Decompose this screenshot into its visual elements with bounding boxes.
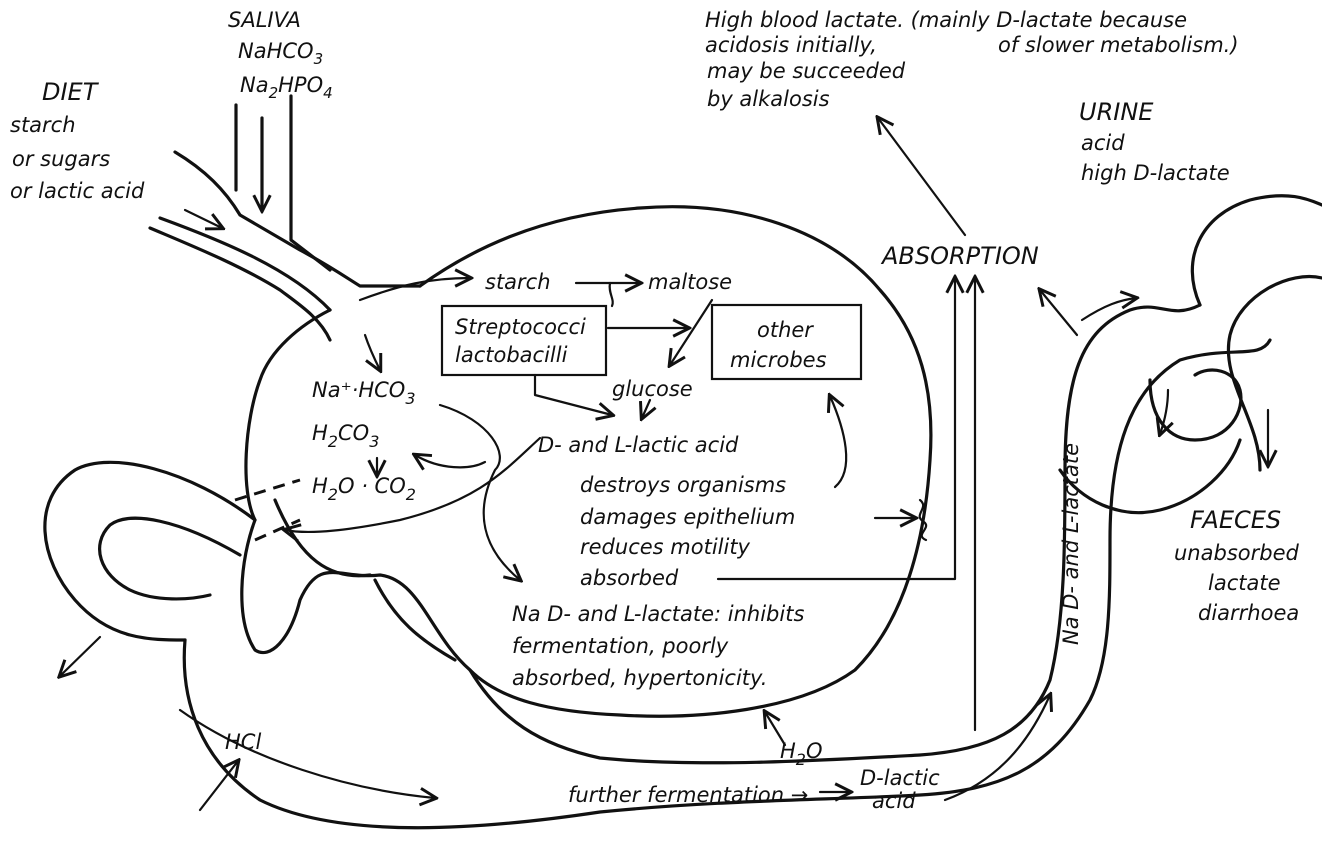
diet-arrow	[185, 210, 222, 228]
diet-label-group: DIET starch or sugars or lactic acid	[10, 78, 145, 203]
blood-label-group: High blood lactate. (mainly D-lactate be…	[705, 8, 1239, 111]
bicarbonate-label: Na⁺·HCO3	[312, 378, 416, 408]
faeces-title: FAECES	[1190, 506, 1281, 534]
blood-line-2: acidosis initially,	[705, 33, 877, 57]
hcl-label: HCl	[225, 730, 261, 754]
faeces-label-group: FAECES unabsorbed lactate diarrhoea	[1174, 506, 1299, 625]
blood-line-5: by alkalosis	[707, 87, 830, 111]
sphincter-dashed	[235, 480, 300, 500]
lactobacilli-label: lactobacilli	[455, 343, 568, 367]
effect-destroys: destroys organisms	[580, 473, 786, 497]
colon-top-loop	[1192, 196, 1322, 305]
colon-right-loop	[1228, 277, 1322, 470]
vertical-lactate-label: Na D- and L-lactate	[1059, 443, 1083, 645]
diet-lactic: or lactic acid	[10, 179, 145, 203]
colon-lower-loop	[1060, 440, 1240, 513]
salt-line-2: fermentation, poorly	[512, 634, 729, 658]
diet-sugars: or sugars	[12, 147, 110, 171]
salt-line-3: absorbed, hypertonicity.	[512, 666, 768, 690]
faeces-diarrhoea: diarrhoea	[1198, 601, 1299, 625]
maltose-to-glucose-arrow	[670, 300, 712, 365]
strep-catalyse-hook	[610, 283, 613, 306]
oesophagus-inner-wall	[150, 228, 330, 340]
abomasum-outflow-arrow	[60, 637, 100, 676]
urine-high-d-lactate: high D-lactate	[1081, 161, 1230, 185]
to-bicarbonate-arrow	[365, 335, 380, 370]
faeces-lactate: lactate	[1208, 571, 1281, 595]
salt-line-1: Na D- and L-lactate: inhibits	[512, 602, 804, 626]
abomasum-inner	[100, 518, 240, 599]
hcl-arrow	[200, 761, 238, 810]
oesophagus-outer-wall	[175, 152, 420, 286]
saliva-label-group: SALIVA NaHCO3 Na2HPO4	[228, 8, 333, 102]
urine-title: URINE	[1079, 98, 1154, 126]
maltose-label: maltose	[648, 270, 732, 294]
to-h2co3-arrow	[415, 455, 485, 467]
dlactic-up-arrow	[945, 695, 1050, 800]
duct-right	[291, 96, 330, 270]
diet-starch: starch	[10, 113, 76, 137]
abomasum-outer	[45, 462, 255, 640]
colon-flow-arrow	[1082, 298, 1136, 320]
faeces-unabsorbed: unabsorbed	[1174, 541, 1299, 565]
effect-absorbed: absorbed	[580, 566, 679, 590]
rumen-lower-fold-2	[375, 580, 455, 660]
lactic-acid-label: D- and L-lactic acid	[538, 433, 739, 457]
absorption-to-blood-arrow	[878, 118, 965, 235]
intestine-label-group: Na D- and L-lactate further fermentation…	[568, 443, 1083, 813]
streptococci-label: Streptococci	[455, 315, 586, 339]
destroys-to-microbes-arrow	[830, 396, 846, 487]
absorption-label: ABSORPTION	[880, 242, 1039, 270]
bicarbonate-reaction-arrow	[440, 405, 520, 580]
saliva-title: SALIVA	[228, 8, 301, 32]
urine-acid: acid	[1081, 131, 1125, 155]
organ-outlines	[45, 96, 1322, 828]
blood-line-1: High blood lactate. (mainly D-lactate be…	[705, 8, 1187, 32]
to-starch-arrow	[360, 278, 470, 300]
glucose-to-lactic-arrow	[642, 400, 650, 418]
strep-to-lactic-arrow	[535, 375, 612, 415]
colon-inner-loop	[1150, 370, 1241, 440]
other-label: other	[757, 318, 814, 342]
h2co3-label: H2CO3	[312, 421, 379, 451]
d-lactic-label: D-lactic	[860, 766, 940, 790]
diet-title: DIET	[42, 78, 100, 106]
microbes-label: microbes	[730, 348, 827, 372]
effect-damages: damages epithelium	[580, 505, 795, 529]
blood-line-4: may be succeeded	[707, 59, 906, 83]
intestine-absorption-arrow	[1040, 290, 1077, 335]
further-fermentation-label: further fermentation →	[568, 783, 808, 807]
intestine-bottom-wall	[184, 340, 1270, 828]
h2o-co2-label: H2O · CO2	[312, 474, 416, 504]
urine-label-group: URINE acid high D-lactate	[1079, 98, 1230, 185]
rumen-lower-fold	[275, 500, 370, 576]
glucose-label: glucose	[612, 377, 693, 401]
saliva-nahco3: NaHCO3	[238, 39, 323, 68]
oesophagus-top-edge	[160, 218, 330, 310]
water-label: H2O	[780, 739, 823, 769]
blood-line-3: of slower metabolism.)	[998, 33, 1239, 57]
starch-label: starch	[485, 270, 551, 294]
effect-motility: reduces motility	[580, 535, 751, 559]
acid-label: acid	[872, 789, 916, 813]
saliva-na2hpo4: Na2HPO4	[240, 73, 333, 102]
